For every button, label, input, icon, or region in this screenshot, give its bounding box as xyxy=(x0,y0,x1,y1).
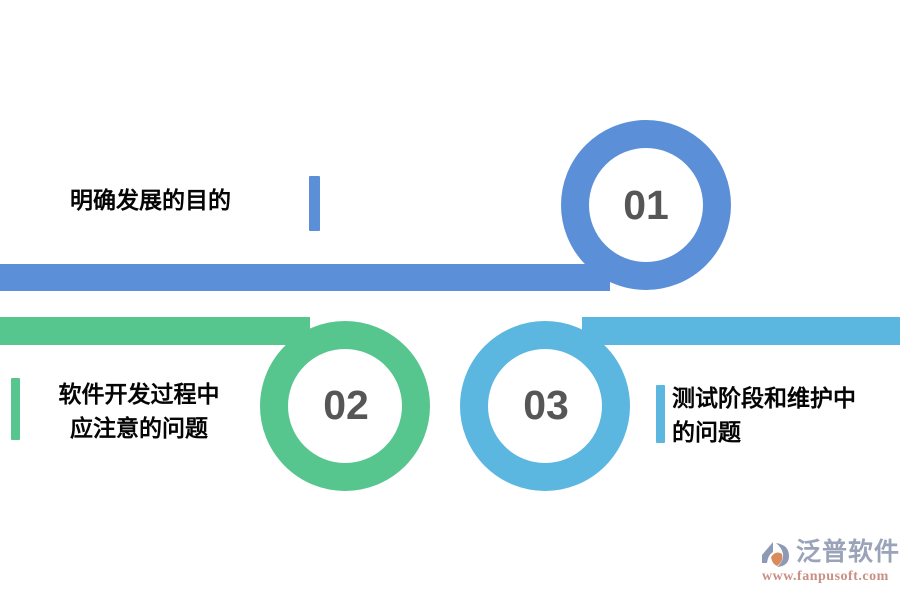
connector-blue-track xyxy=(0,264,610,291)
step-03-ring xyxy=(460,321,630,491)
connector-cyan-track xyxy=(582,317,900,345)
step-02-ring xyxy=(260,321,430,491)
step-03-label: 测试阶段和维护中 的问题 xyxy=(672,385,856,445)
step-01-accent-bar xyxy=(309,176,320,231)
watermark: 泛普软件 www.fanpusoft.com xyxy=(760,536,899,590)
step-02-accent-bar xyxy=(11,378,20,440)
step-01-number: 01 xyxy=(623,182,669,228)
step-03-graphic xyxy=(460,317,900,491)
watermark-brand: 泛普软件 xyxy=(796,538,900,566)
step-02-number: 02 xyxy=(323,382,369,428)
fanpu-logo-icon xyxy=(762,542,789,567)
step-01-graphic xyxy=(0,120,731,291)
step-02-graphic xyxy=(0,317,430,491)
step-03-accent-bar xyxy=(656,385,665,443)
step-02-label: 软件开发过程中 应注意的问题 xyxy=(58,381,220,441)
step-03-number: 03 xyxy=(523,382,569,428)
step-01-ring xyxy=(561,120,731,290)
connector-green-track xyxy=(0,317,310,345)
watermark-url: www.fanpusoft.com xyxy=(762,569,889,584)
step-01-label: 明确发展的目的 xyxy=(70,187,231,213)
